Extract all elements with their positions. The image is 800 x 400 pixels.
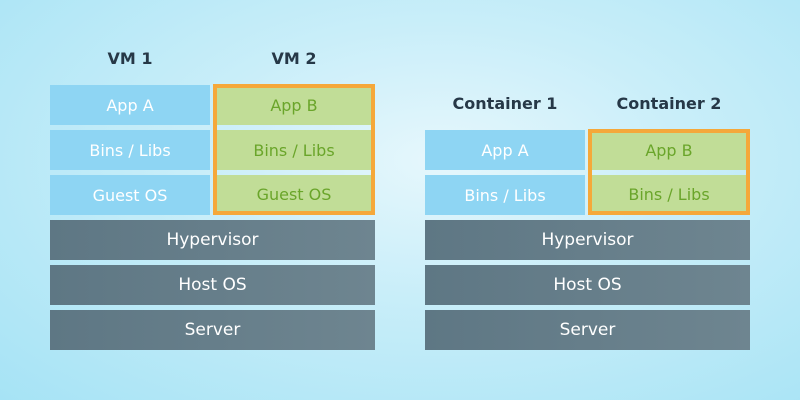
container1-title: Container 1 (452, 94, 558, 113)
vm-server-layer: Server (50, 310, 375, 350)
vm1-guestos-layer: Guest OS (50, 175, 210, 215)
container-hostos-layer: Host OS (425, 265, 750, 305)
vm-hypervisor-layer: Hypervisor (50, 220, 375, 260)
container2-highlight-frame (588, 129, 750, 215)
container2-title: Container 2 (616, 94, 722, 113)
vm1-title: VM 1 (107, 49, 153, 68)
vm2-highlight-frame (213, 84, 375, 215)
vm2-title: VM 2 (271, 49, 317, 68)
container2-bins-layer: Bins / Libs (591, 175, 747, 213)
vm1-app-layer: App A (50, 85, 210, 125)
container2-app-layer: App B (591, 131, 747, 170)
container1-bins-layer: Bins / Libs (425, 175, 585, 215)
container-hypervisor-layer: Hypervisor (425, 220, 750, 260)
vm-hostos-layer: Host OS (50, 265, 375, 305)
vm2-guestos-layer: Guest OS (216, 175, 372, 213)
container-server-layer: Server (425, 310, 750, 350)
container1-app-layer: App A (425, 130, 585, 170)
vm1-bins-layer: Bins / Libs (50, 130, 210, 170)
vm2-app-layer: App B (216, 86, 372, 125)
vm2-bins-layer: Bins / Libs (216, 130, 372, 170)
